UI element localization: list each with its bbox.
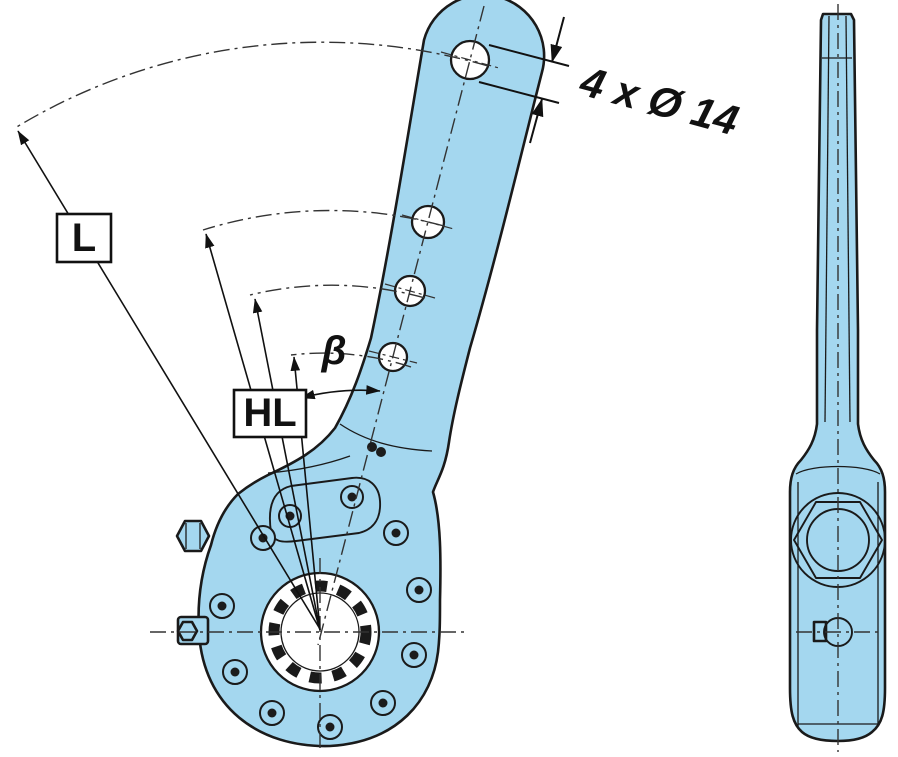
bolt <box>317 714 343 740</box>
port-fitting <box>176 615 210 646</box>
bolt <box>370 690 396 716</box>
swing-arc-4 <box>290 352 412 368</box>
swing-arc-3 <box>249 284 426 299</box>
body-top-edge <box>795 465 881 475</box>
centerlines-side <box>796 4 880 752</box>
leader-line-length <box>17 130 321 630</box>
label-beta-angle: β <box>321 329 347 373</box>
swing-arc-large <box>14 41 489 129</box>
label-hand-lever-text: HL <box>243 391 296 435</box>
hole-callout-text: 4 x Ø 14 <box>575 57 744 144</box>
swing-arcs <box>14 41 489 368</box>
bolt <box>340 485 364 509</box>
label-hand-lever: HL <box>232 388 308 439</box>
bolt <box>209 593 235 619</box>
arm-fillet-line-right <box>339 423 433 452</box>
bolt <box>259 700 285 726</box>
bolt <box>222 659 248 685</box>
arm-holes <box>368 39 500 373</box>
adjuster-hex-bolt <box>175 519 211 553</box>
lever-arm-body-outline <box>197 0 546 748</box>
front-view: L HL β 4 x Ø 14 <box>14 0 744 752</box>
label-length: L <box>55 212 113 264</box>
bolt <box>383 520 409 546</box>
bolt <box>250 525 276 551</box>
side-view <box>788 4 887 752</box>
hole-dimension <box>478 16 570 144</box>
centerlines-front <box>150 5 485 752</box>
swing-arc-2 <box>202 209 445 231</box>
label-length-text: L <box>72 216 96 260</box>
leader-line-hl-2 <box>252 298 321 631</box>
shaft-face-edge <box>824 15 830 423</box>
bolt <box>401 642 427 668</box>
bolt <box>406 577 432 603</box>
housing-bolts <box>209 485 432 740</box>
shaft-face-edge <box>845 15 851 423</box>
